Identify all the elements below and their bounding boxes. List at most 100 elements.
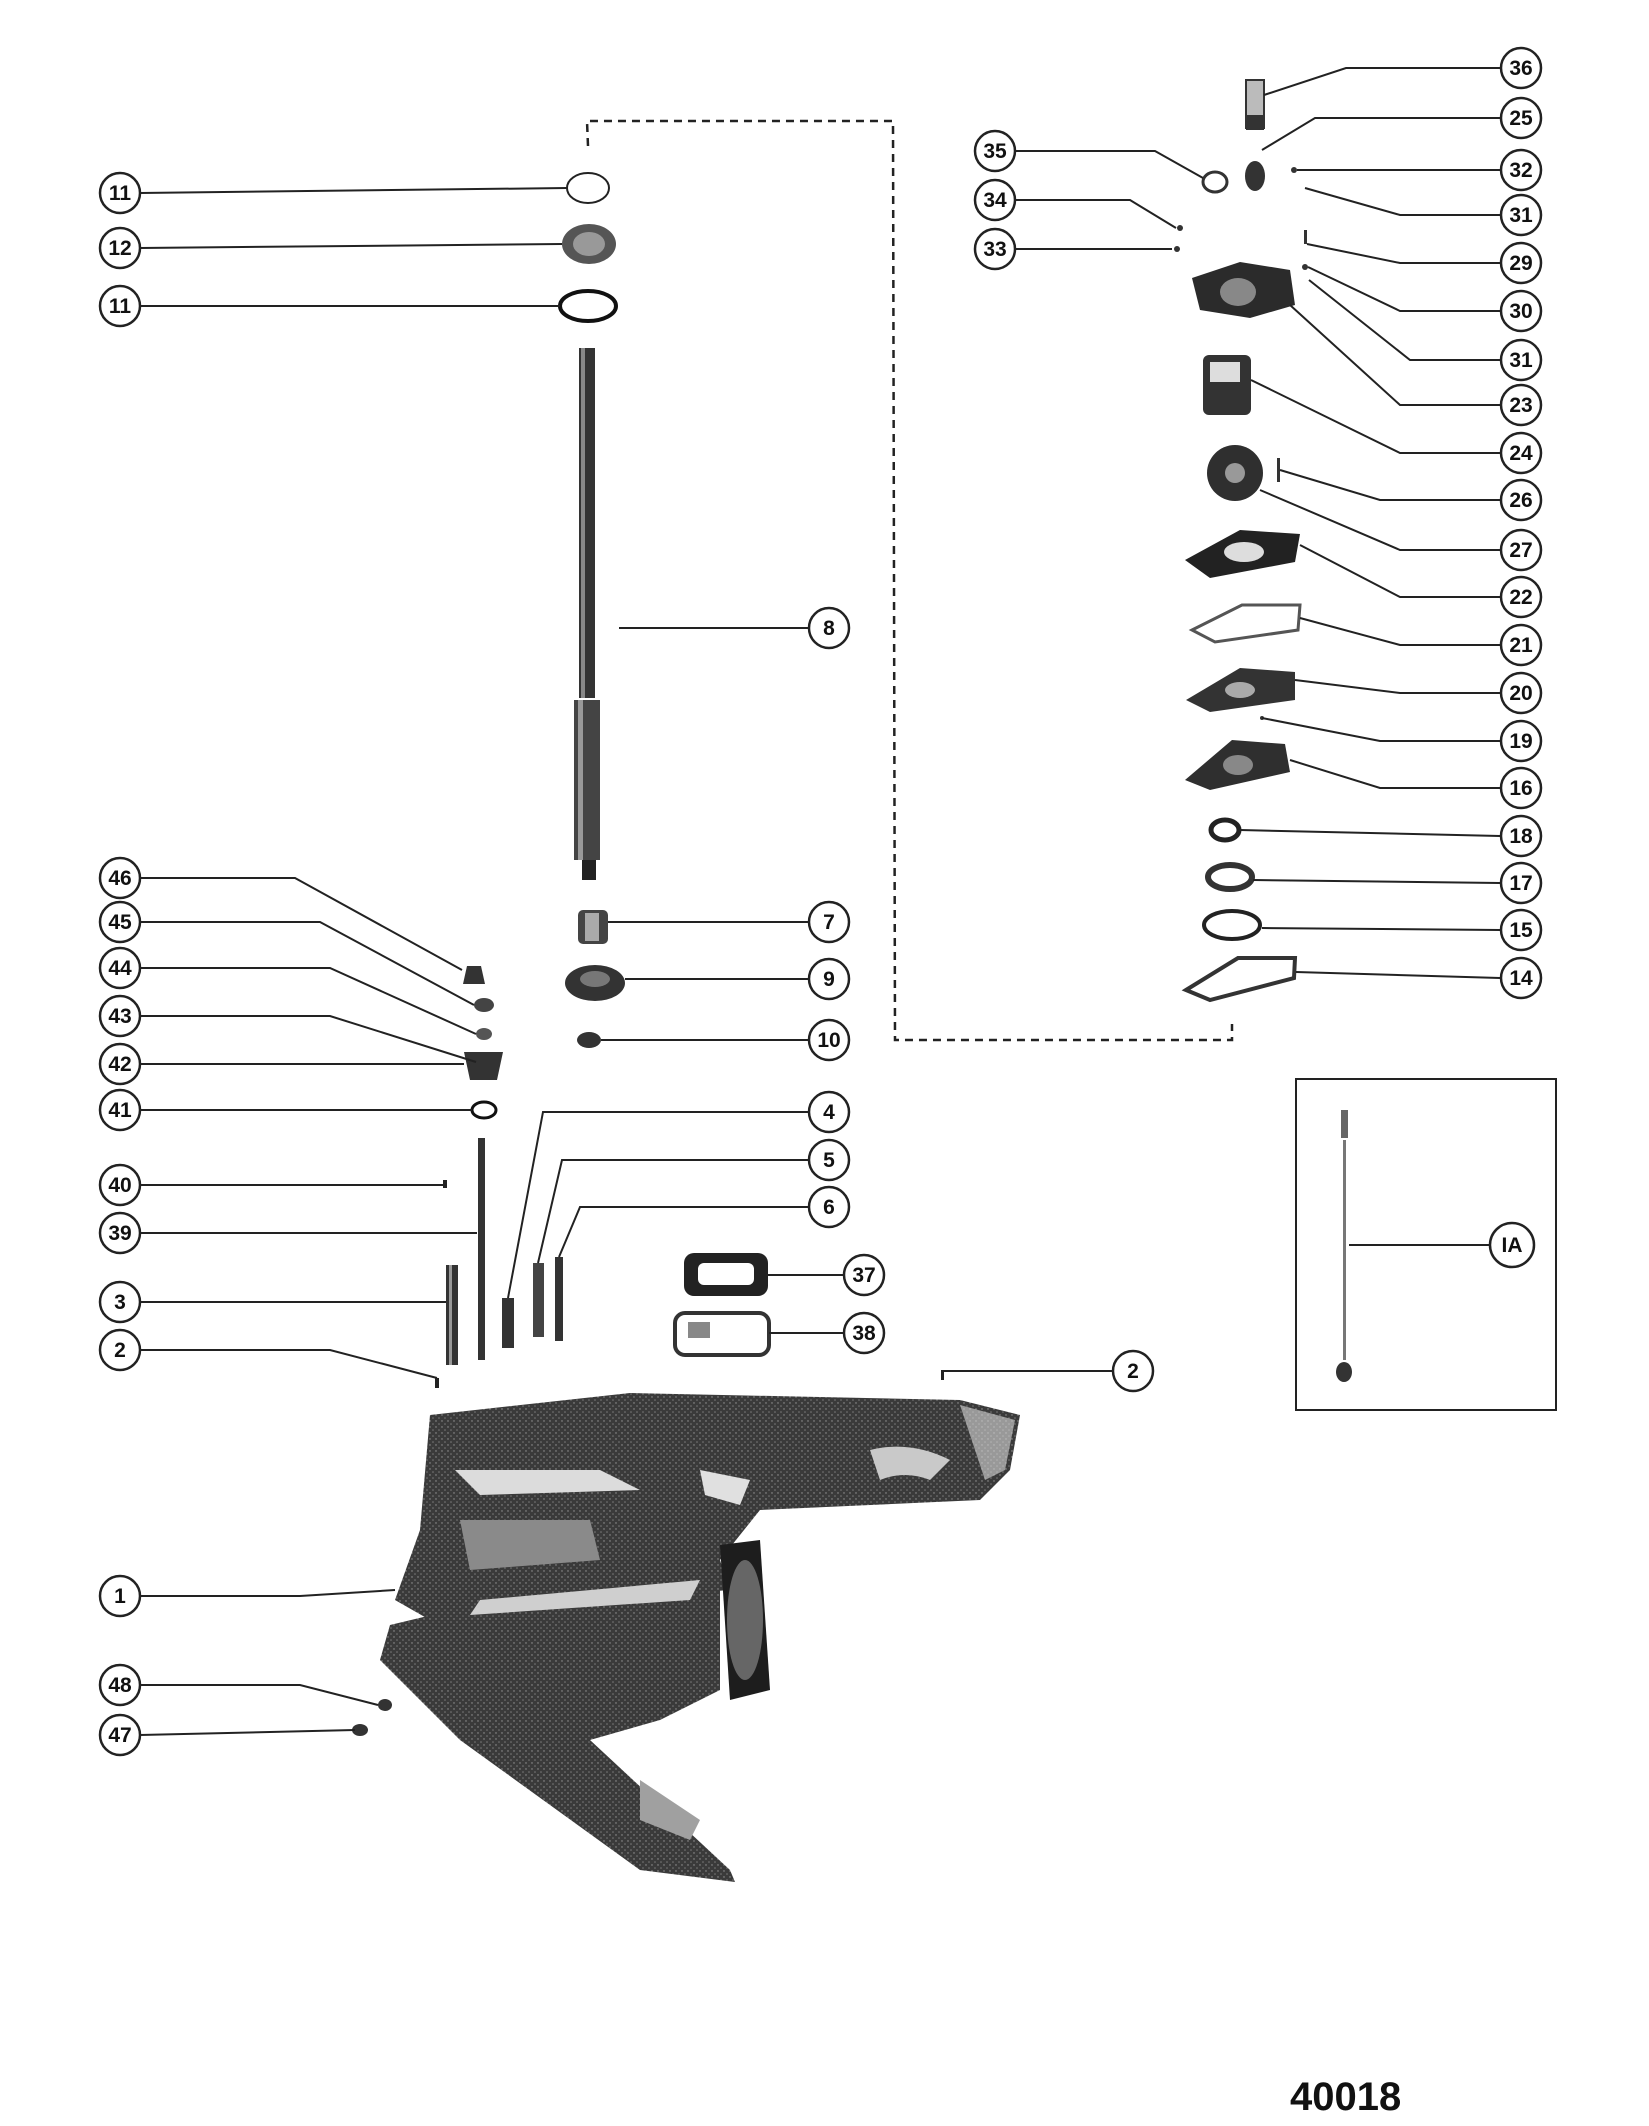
callout-15: 15 [1499, 908, 1543, 952]
callout-43: 43 [98, 994, 142, 1038]
callout-41: 41 [98, 1088, 142, 1132]
part-48-washer [378, 1699, 392, 1711]
svg-text:44: 44 [108, 957, 132, 980]
callout-5: 5 [807, 1138, 851, 1182]
callout-33: 33 [973, 227, 1017, 271]
part-26-impeller [1207, 445, 1263, 501]
part-8-drive-shaft [574, 348, 600, 880]
svg-text:25: 25 [1509, 107, 1533, 130]
callout-27: 27 [1499, 528, 1543, 572]
svg-text:36: 36 [1509, 57, 1532, 80]
callout-42: 42 [98, 1042, 142, 1086]
part-15-o-ring [1202, 909, 1262, 941]
callout-12: 12 [98, 226, 142, 270]
callout-10: 10 [807, 1018, 851, 1062]
callout-18: 18 [1499, 814, 1543, 858]
svg-text:24: 24 [1509, 442, 1533, 465]
callout-11-lower: 11 [98, 284, 142, 328]
part-11-lower-ring [558, 289, 618, 323]
svg-text:19: 19 [1509, 730, 1532, 753]
part-10-nut [577, 1032, 601, 1048]
callout-38: 38 [842, 1311, 886, 1355]
svg-text:33: 33 [983, 238, 1006, 261]
svg-text:41: 41 [108, 1099, 132, 1122]
part-3-stud [446, 1265, 458, 1365]
svg-text:30: 30 [1509, 300, 1532, 323]
svg-text:34: 34 [983, 189, 1007, 212]
svg-text:16: 16 [1509, 777, 1532, 800]
svg-text:39: 39 [108, 1222, 131, 1245]
callout-45: 45 [98, 900, 142, 944]
callout-30: 30 [1499, 289, 1543, 333]
svg-text:IA: IA [1502, 1234, 1523, 1257]
part-9-pinion-gear [565, 965, 625, 1001]
callout-14: 14 [1499, 956, 1543, 1000]
svg-text:7: 7 [823, 911, 835, 934]
part-27-key [1277, 458, 1280, 482]
svg-text:35: 35 [983, 140, 1007, 163]
part-30-part [1302, 264, 1308, 270]
part-ia-shift-rod [1336, 1110, 1352, 1382]
callout-35: 35 [973, 129, 1017, 173]
svg-text:20: 20 [1509, 682, 1532, 705]
svg-text:40: 40 [108, 1174, 131, 1197]
callout-34: 34 [973, 178, 1017, 222]
svg-text:43: 43 [108, 1005, 131, 1028]
part-1-gear-housing [380, 1393, 1020, 1882]
callouts: 11 12 11 8 46 45 44 43 42 41 40 39 3 2 2… [98, 46, 1543, 1757]
svg-text:37: 37 [852, 1264, 875, 1287]
svg-text:17: 17 [1509, 872, 1532, 895]
callout-1: 1 [98, 1574, 142, 1618]
svg-text:47: 47 [108, 1724, 131, 1747]
callout-23: 23 [1499, 383, 1543, 427]
part-41-o-ring [470, 1100, 498, 1120]
part-45-washer [474, 998, 494, 1012]
callout-48: 48 [98, 1663, 142, 1707]
callout-9: 9 [807, 957, 851, 1001]
callout-2-left: 2 [98, 1328, 142, 1372]
svg-text:1: 1 [114, 1585, 126, 1608]
part-42-bushing [464, 1052, 503, 1080]
svg-text:29: 29 [1509, 252, 1532, 275]
callout-6: 6 [807, 1185, 851, 1229]
part-34-part [1177, 225, 1183, 231]
dashed-assembly-line [585, 119, 1234, 1042]
callout-3: 3 [98, 1280, 142, 1324]
callout-32: 32 [1499, 148, 1543, 192]
part-33-part [1174, 246, 1180, 252]
part-29-pin [1304, 230, 1307, 244]
svg-text:12: 12 [108, 237, 131, 260]
svg-text:27: 27 [1509, 539, 1532, 562]
svg-text:18: 18 [1509, 825, 1533, 848]
part-16-base [1185, 740, 1290, 790]
callout-47: 47 [98, 1713, 142, 1757]
part-21-gasket [1188, 603, 1302, 644]
svg-text:3: 3 [114, 1291, 126, 1314]
svg-text:45: 45 [108, 911, 132, 934]
svg-text:31: 31 [1509, 204, 1533, 227]
svg-text:9: 9 [823, 968, 835, 991]
part-25-grommet [1245, 161, 1265, 191]
svg-text:2: 2 [1127, 1360, 1139, 1383]
callout-39: 39 [98, 1211, 142, 1255]
part-46-cap [463, 966, 485, 984]
part-12-bearing [562, 224, 616, 264]
callout-31-upper: 31 [1499, 193, 1543, 237]
callout-16: 16 [1499, 766, 1543, 810]
part-5-stud [533, 1263, 544, 1337]
inset-box [1295, 1078, 1557, 1411]
part-20-plate [1186, 668, 1295, 712]
part-32-part [1291, 167, 1297, 173]
callout-26: 26 [1499, 478, 1543, 522]
part-39-shift-shaft [478, 1138, 485, 1360]
svg-text:11: 11 [109, 295, 132, 318]
callout-31-lower: 31 [1499, 338, 1543, 382]
part-23-pump-housing [1192, 262, 1295, 318]
svg-text:21: 21 [1509, 634, 1533, 657]
svg-text:48: 48 [108, 1674, 132, 1697]
svg-text:38: 38 [852, 1322, 876, 1345]
part-2-pin-right [941, 1370, 944, 1380]
svg-text:5: 5 [823, 1149, 835, 1172]
